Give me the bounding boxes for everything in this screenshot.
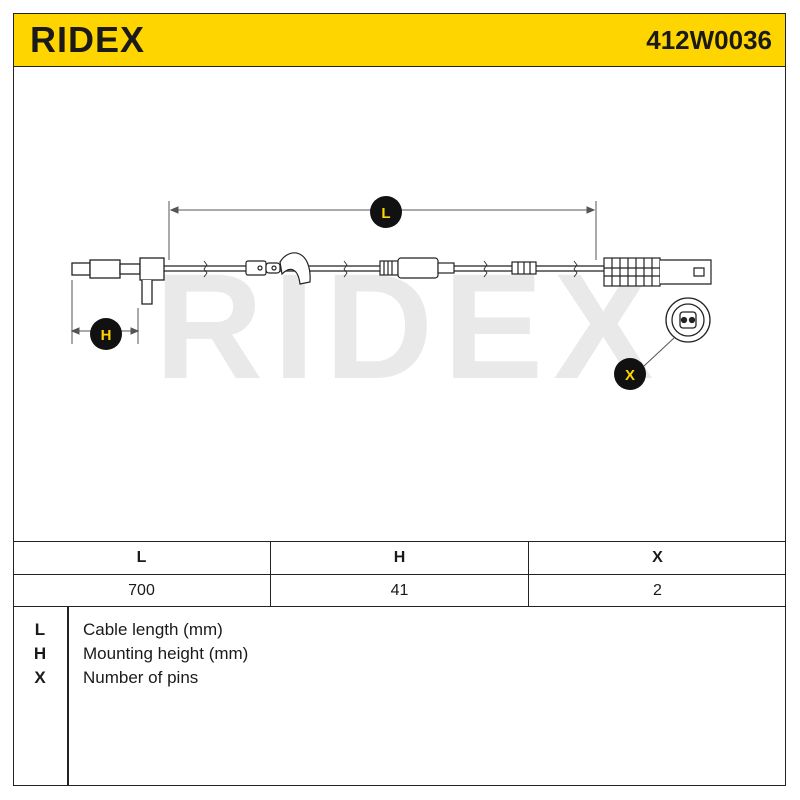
marker-l-label: L — [381, 205, 390, 222]
marker-l-circle — [370, 196, 402, 228]
part-number: 412W0036 — [646, 25, 772, 55]
spec-header-h: H — [270, 542, 528, 574]
spec-table: L H X 700 41 2 — [13, 541, 786, 607]
legend: L Cable length (mm) H Mounting height (m… — [13, 607, 786, 786]
sensor-drawing: RIDEX L H — [70, 196, 712, 410]
legend-key: L — [34, 620, 46, 639]
sensor-head — [71, 257, 165, 305]
marker-h-label: H — [101, 327, 112, 344]
spec-value-row: 700 41 2 — [13, 575, 786, 607]
legend-text: Cable length (mm) — [83, 620, 223, 639]
spec-value-l: 700 — [128, 582, 155, 599]
marker-x-label: X — [625, 367, 635, 384]
legend-key: H — [33, 644, 47, 663]
header-bar — [13, 13, 786, 67]
spec-header-x: X — [528, 542, 786, 574]
legend-text: Number of pins — [83, 668, 199, 687]
plug-connector — [603, 257, 712, 287]
spec-value-x: 2 — [528, 575, 786, 607]
legend-key: X — [34, 668, 46, 687]
marker-h-circle — [90, 318, 122, 350]
brand-logo: RIDEX — [30, 19, 146, 60]
spec-value-h: 41 — [270, 575, 528, 607]
cable-grommet — [245, 252, 311, 285]
spec-header-row: L H X — [13, 542, 786, 575]
spec-header-l: L — [136, 549, 147, 566]
legend-row-h: H Mounting height (mm) — [13, 642, 786, 666]
legend-divider — [67, 607, 69, 786]
marker-x-circle — [614, 358, 646, 390]
legend-row-l: L Cable length (mm) — [13, 618, 786, 642]
plug-face-view — [665, 297, 711, 343]
cable-clip — [511, 261, 537, 275]
inline-connector — [379, 257, 455, 279]
height-dimension — [70, 280, 140, 344]
legend-row-x: X Number of pins — [13, 666, 786, 690]
legend-text: Mounting height (mm) — [83, 644, 249, 663]
pin-leader-line — [643, 337, 675, 367]
